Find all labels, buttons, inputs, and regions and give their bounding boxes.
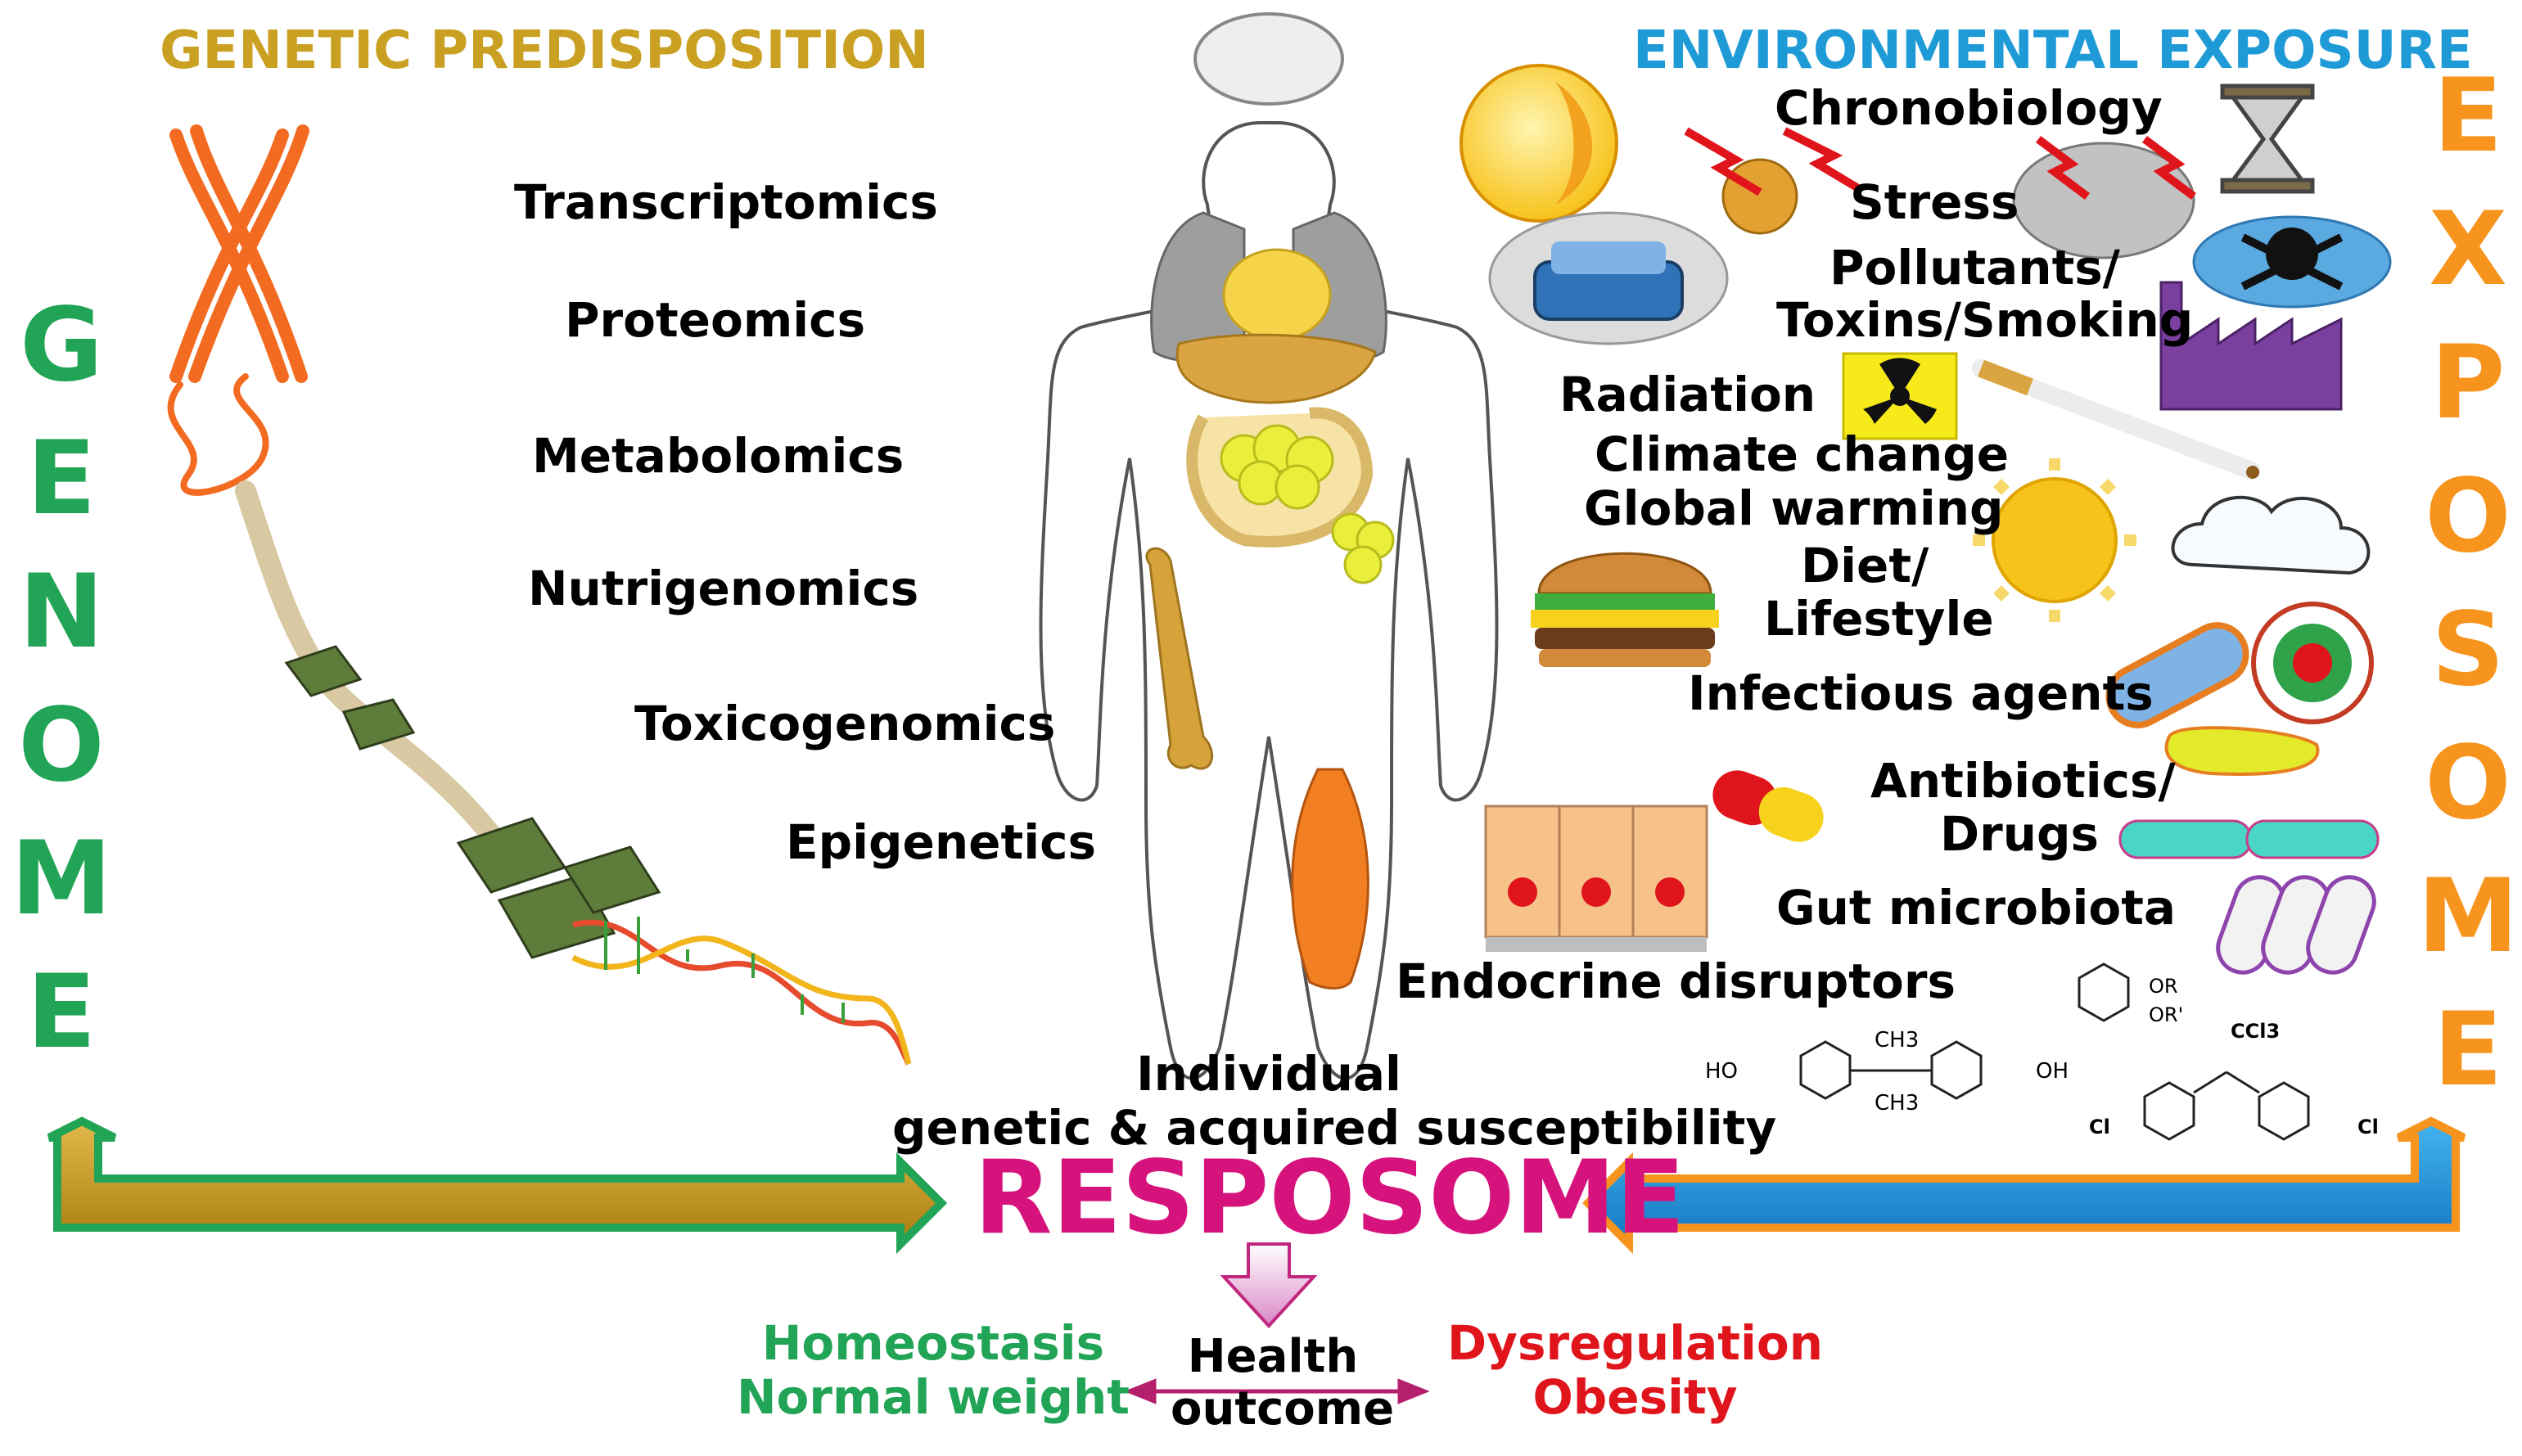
omics-epigenetics: Epigenetics [786, 814, 1097, 870]
exposome-letter: E [2433, 991, 2503, 1109]
health-label: Health [1187, 1330, 1359, 1383]
bacterium-icon [2105, 622, 2249, 728]
obesity-label: Obesity [1532, 1369, 1738, 1425]
exposure-stress: Stress [1850, 174, 2019, 230]
chem-label-oh: OH [2036, 1059, 2069, 1084]
exposome-arrow [1581, 1116, 2466, 1255]
outcome-label: outcome [1171, 1382, 1395, 1436]
exposure-climate-change: Climate change [1595, 426, 2010, 482]
omics-nutrigenomics: Nutrigenomics [528, 561, 919, 616]
sun-moon-icon [1460, 64, 1618, 223]
health-double-arrow [1124, 1378, 1430, 1404]
dysregulation-label-group: Dysregulation Obesity [1447, 1319, 1823, 1421]
gut-bacteria-icon [2216, 875, 2376, 975]
exposome-letter: O [2425, 724, 2511, 842]
omics-metabolomics: Metabolomics [532, 428, 905, 484]
genome-letter: O [18, 687, 105, 805]
exposure-diet-line1: Diet/ [1801, 538, 1929, 593]
exposure-chronobiology: Chronobiology [1775, 80, 2163, 136]
omics-toxicogenomics: Toxicogenomics [634, 696, 1056, 751]
chem-label-ccl3: CCl3 [2231, 1020, 2281, 1043]
genome-letter: G [20, 286, 103, 404]
cloud-icon [2171, 495, 2371, 575]
health-outcome-label-group: Health outcome [1171, 1330, 1395, 1436]
factory-icon [2159, 281, 2343, 411]
exposome-letter: E [2433, 57, 2503, 175]
chemical-structures-icon [1799, 962, 2310, 1141]
exposure-antibiotics-line2: Drugs [1940, 806, 2100, 862]
genome-letter: E [26, 420, 97, 538]
skull-crossbones-icon [2192, 215, 2392, 309]
environmental-exposure-title: ENVIRONMENTAL EXPOSURE [1633, 20, 2473, 81]
virus-icon [2251, 602, 2374, 724]
resposome-down-arrow [1220, 1242, 1318, 1328]
chromosome-icon [167, 124, 309, 496]
exposure-gut-microbiota: Gut microbiota [1776, 880, 2177, 935]
polluting-car-icon [1488, 211, 1729, 345]
exposure-pollutants-line2: Toxins/Smoking [1776, 292, 2194, 348]
exposure-endocrine-disruptors: Endocrine disruptors [1396, 953, 1956, 1009]
homeostasis-label: Homeostasis [761, 1315, 1105, 1371]
brain-icon [1193, 12, 1344, 106]
resposome-title: RESPOSOME [974, 1139, 1685, 1257]
individual-label: Individual [1136, 1046, 1401, 1102]
genome-letter: N [19, 553, 104, 671]
human-body-silhouette [1039, 121, 1499, 1080]
exposure-radiation: Radiation [1559, 367, 1816, 422]
hourglass-icon [2220, 83, 2315, 194]
exposome-vertical-label: E X P O S O M E [2407, 65, 2522, 1133]
femur-bone-icon [1145, 547, 1214, 770]
susceptibility-label: genetic & acquired susceptibility [892, 1100, 1777, 1156]
genome-letter: M [11, 820, 112, 938]
omics-transcriptomics: Transcriptomics [514, 174, 938, 230]
dna-strand-icon [235, 480, 912, 1066]
exposome-letter: S [2431, 591, 2505, 709]
normal-weight-label: Normal weight [737, 1369, 1130, 1425]
exposure-pollutants-line1: Pollutants/ [1829, 240, 2120, 295]
exposure-diet-line2: Lifestyle [1764, 591, 1994, 647]
stress-head-icon [1684, 127, 1861, 235]
dysregulation-label: Dysregulation [1447, 1315, 1823, 1371]
gut-cells-icon [1484, 805, 1708, 952]
genome-letter: E [26, 953, 97, 1071]
chem-label-ho: HO [1705, 1059, 1739, 1084]
bacterium-yellow-icon [2164, 726, 2320, 776]
burger-icon [1531, 552, 1719, 667]
pill-icon [1712, 770, 1824, 842]
sun-icon [1973, 458, 2136, 622]
exposome-letter: P [2430, 324, 2506, 442]
exposure-infectious-agents: Infectious agents [1688, 665, 2154, 721]
genome-arrow [47, 1116, 948, 1255]
organs-icon [1150, 211, 1395, 584]
genome-vertical-label: G E N O M E [0, 295, 123, 1095]
chem-label-ch3-bottom: CH3 [1875, 1091, 1920, 1116]
cigarette-icon [1972, 359, 2260, 480]
exposome-letter: M [2417, 858, 2519, 976]
chem-label-or: OR [2149, 975, 2178, 998]
chem-label-cl-right: Cl [2357, 1116, 2379, 1138]
chem-label-cl-left: Cl [2089, 1116, 2110, 1138]
stressed-brain-icon [2012, 136, 2196, 259]
bacilli-icon [2118, 819, 2380, 859]
genetic-predisposition-title: GENETIC PREDISPOSITION [160, 20, 929, 81]
radiation-icon [1842, 352, 1958, 440]
exposome-letter: O [2425, 458, 2511, 575]
homeostasis-label-group: Homeostasis Normal weight [737, 1319, 1130, 1421]
chem-label-ch3-top: CH3 [1875, 1028, 1920, 1053]
exposome-letter: X [2429, 191, 2507, 309]
exposure-global-warming: Global warming [1584, 480, 2004, 536]
individual-susceptibility-label: Individual genetic & acquired susceptibi… [892, 1046, 1777, 1156]
omics-proteomics: Proteomics [565, 292, 866, 348]
chem-label-or-prime: OR' [2149, 1003, 2184, 1026]
muscle-icon [1291, 768, 1369, 989]
exposure-antibiotics-line1: Antibiotics/ [1870, 753, 2176, 809]
